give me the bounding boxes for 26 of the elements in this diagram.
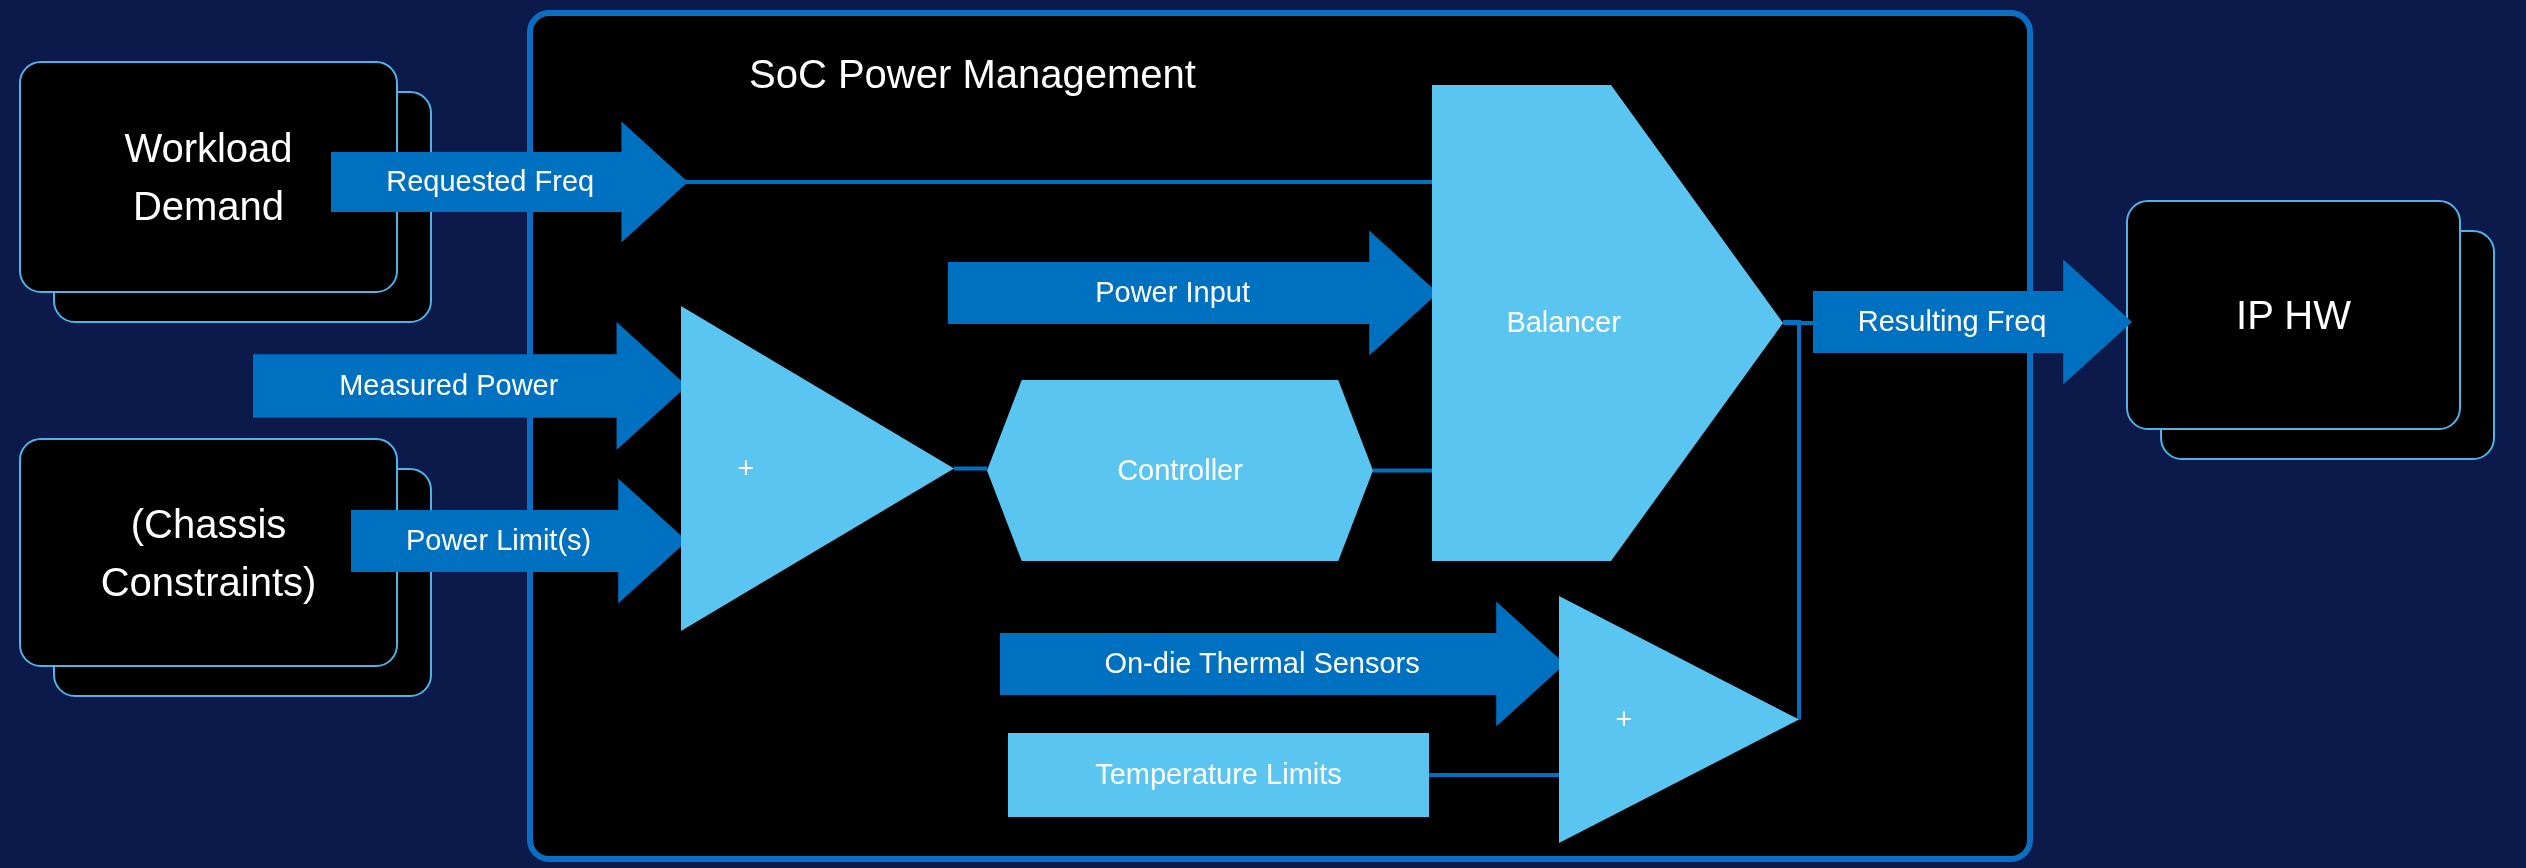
shape-label: Controller (1117, 452, 1243, 488)
edge-label: Power Limit(s) (405, 523, 592, 559)
connector-line (954, 466, 987, 471)
edge-label: On-die Thermal Sensors (1104, 646, 1420, 682)
connector-line (685, 180, 1432, 184)
source-card (19, 438, 398, 667)
source-card (2126, 200, 2461, 430)
edge-label: Resulting Freq (1857, 304, 2047, 340)
limit-box (1008, 733, 1429, 817)
frame-title: SoC Power Management (749, 52, 1196, 96)
box-label: Temperature Limits (1095, 757, 1342, 793)
connector-line (1429, 773, 1559, 777)
shape-label: Balancer (1506, 305, 1621, 341)
card-label: Workload Demand (123, 125, 294, 230)
edge-label: Requested Freq (386, 164, 595, 200)
connector-line (1783, 320, 1801, 722)
card-label: IP HW (2236, 292, 2351, 339)
connector-line (1373, 468, 1432, 473)
edge-label: Power Input (1095, 275, 1250, 311)
card-label: (Chassis Constraints) (99, 500, 318, 606)
block-arrow (331, 121, 688, 243)
connector-line (1783, 321, 1815, 325)
block-arrow (1813, 259, 2132, 385)
plus-sign: + (737, 450, 755, 486)
edge-label: Measured Power (339, 368, 559, 404)
plus-sign: + (1615, 701, 1633, 737)
